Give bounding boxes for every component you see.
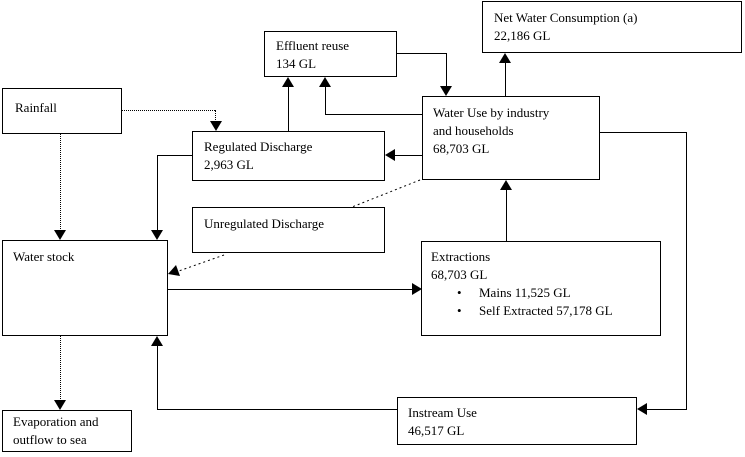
extractions-mains-value: Mains 11,525 GL (479, 285, 571, 300)
unregulated-to-water-stock-arrowhead (168, 265, 180, 276)
water-stock-to-evaporation-arrowhead (54, 400, 66, 410)
bullet-icon: • (457, 285, 462, 300)
rainfall-to-regulated-connector-h (122, 110, 215, 111)
water-stock-to-extractions-connector (168, 289, 413, 290)
rainfall-to-water-stock-arrowhead (54, 230, 66, 240)
rainfall-to-water-stock-connector (60, 134, 61, 231)
extractions-to-water-use-connector (506, 189, 507, 241)
extractions-to-water-use-arrowhead (500, 180, 512, 190)
extractions-self-extracted-value: Self Extracted 57,178 GL (479, 303, 613, 318)
regulated-to-water-stock-connector-h (157, 155, 192, 156)
water-use-to-instream-arrowhead (637, 403, 647, 415)
net-water-consumption-label: Net Water Consumption (a) (494, 10, 638, 25)
instream-to-water-stock-connector-h (157, 409, 397, 410)
unregulated-discharge-label: Unregulated Discharge (204, 216, 324, 231)
water-use-to-effluent-arrowhead (319, 77, 331, 87)
extractions-box: Extractions 68,703 GL • Mains 11,525 GL … (421, 241, 661, 336)
extractions-bullet-mains: • Mains 11,525 GL (457, 284, 651, 302)
instream-use-box: Instream Use 46,517 GL (397, 397, 637, 445)
effluent-to-water-use-connector-v (446, 53, 447, 87)
effluent-to-water-use-connector-h (396, 53, 446, 54)
evaporation-outflow-box: Evaporation and outflow to sea (2, 410, 132, 452)
instream-to-water-stock-connector-v (157, 345, 158, 410)
instream-use-label: Instream Use (408, 405, 477, 420)
water-use-to-instream-connector-h1 (600, 132, 686, 133)
water-stock-label: Water stock (13, 249, 75, 264)
bullet-icon: • (457, 303, 462, 318)
effluent-reuse-value: 134 GL (276, 56, 317, 71)
rainfall-to-regulated-arrowhead (210, 121, 222, 131)
unregulated-to-water-stock-connector (175, 254, 225, 273)
water-use-box: Water Use by industry and households 68,… (422, 96, 600, 180)
net-water-consumption-box: Net Water Consumption (a) 22,186 GL (482, 1, 742, 53)
effluent-reuse-box: Effluent reuse 134 GL (264, 31, 397, 77)
water-use-label-line1: Water Use by industry (433, 105, 550, 120)
water-use-to-regulated-arrowhead (385, 149, 395, 161)
regulated-to-effluent-arrowhead (282, 77, 294, 87)
water-use-to-instream-connector-v (686, 132, 687, 410)
water-use-to-unregulated-connector (351, 179, 421, 208)
instream-to-water-stock-arrowhead (151, 336, 163, 346)
evaporation-label-line1: Evaporation and (13, 414, 99, 429)
water-use-label-line2: and households (433, 123, 514, 138)
effluent-to-water-use-arrowhead (440, 86, 452, 96)
instream-use-value: 46,517 GL (408, 423, 465, 438)
water-stock-box: Water stock (2, 240, 168, 336)
water-stock-to-extractions-arrowhead (412, 283, 422, 295)
unregulated-discharge-box: Unregulated Discharge (192, 207, 385, 253)
water-use-to-effluent-connector-v (325, 85, 326, 115)
rainfall-box: Rainfall (2, 88, 122, 134)
regulated-to-water-stock-arrowhead (151, 230, 163, 240)
effluent-reuse-label: Effluent reuse (276, 38, 350, 53)
water-use-value: 68,703 GL (433, 141, 490, 156)
water-use-to-regulated-connector (393, 155, 422, 156)
water-use-to-instream-connector-h2 (646, 409, 687, 410)
regulated-discharge-label: Regulated Discharge (204, 139, 313, 154)
extractions-bullet-self-extracted: • Self Extracted 57,178 GL (457, 302, 651, 320)
water-use-to-net-water-arrowhead (499, 53, 511, 63)
net-water-consumption-value: 22,186 GL (494, 28, 551, 43)
regulated-discharge-box: Regulated Discharge 2,963 GL (192, 131, 385, 181)
water-use-to-net-water-connector (505, 62, 506, 96)
regulated-to-water-stock-connector-v (157, 155, 158, 231)
water-use-to-effluent-connector-h (325, 114, 422, 115)
rainfall-label: Rainfall (15, 100, 57, 115)
extractions-value: 68,703 GL (431, 267, 488, 282)
evaporation-label-line2: outflow to sea (13, 432, 87, 447)
regulated-discharge-value: 2,963 GL (204, 157, 254, 172)
extractions-label: Extractions (431, 249, 491, 264)
water-stock-to-evaporation-connector (60, 336, 61, 401)
regulated-to-effluent-connector (288, 85, 289, 131)
rainfall-to-regulated-connector-v (215, 110, 216, 122)
